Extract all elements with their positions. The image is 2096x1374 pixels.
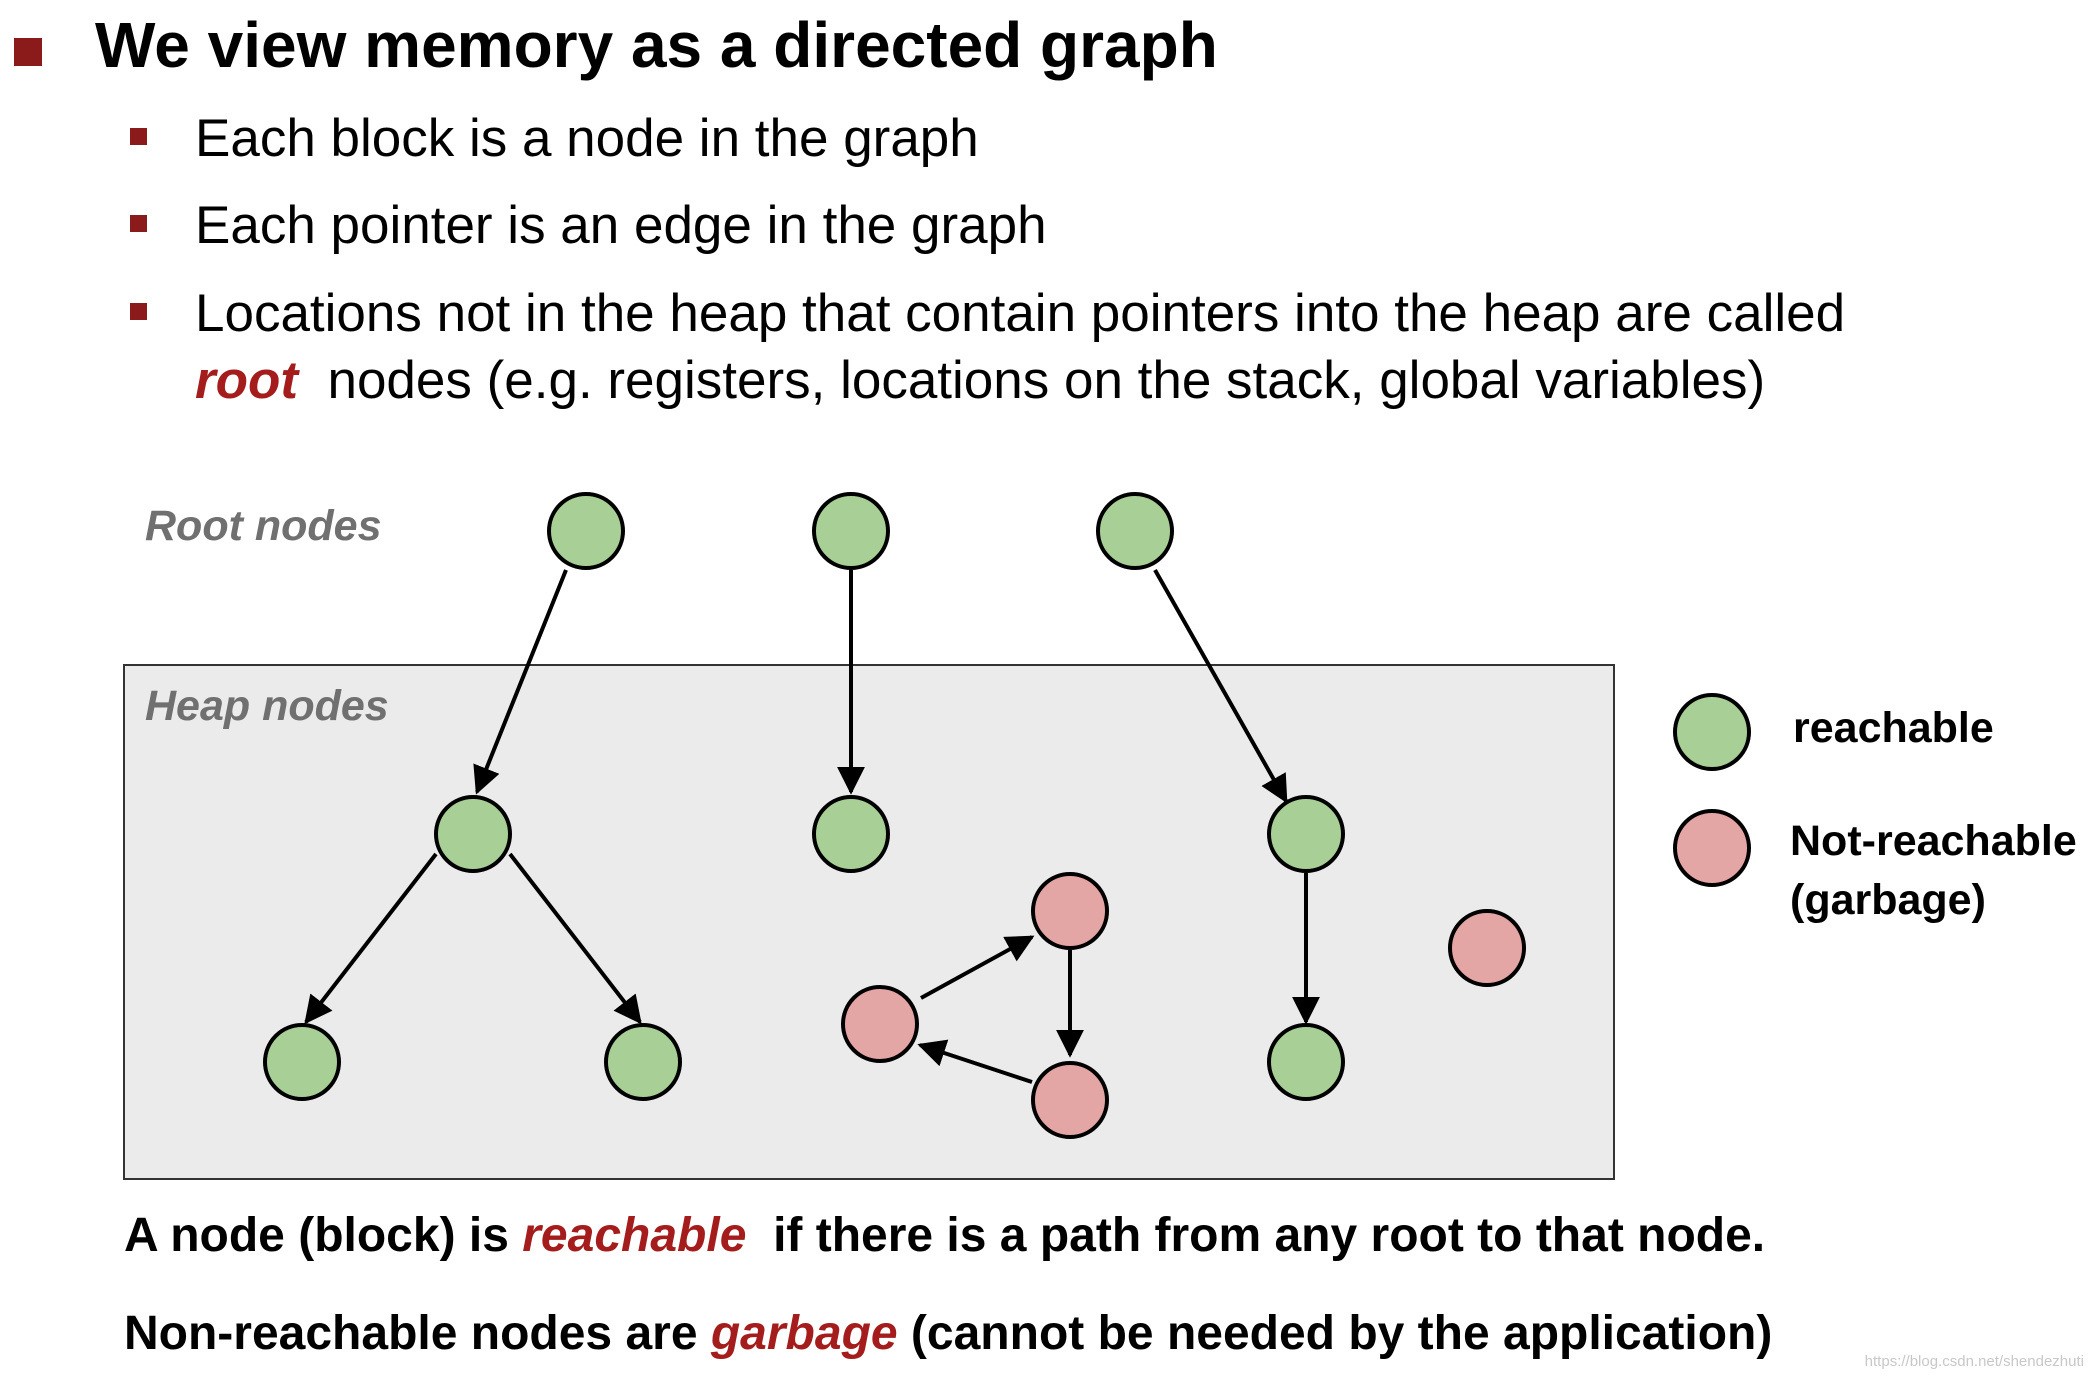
bullet-marker	[130, 128, 147, 145]
watermark: https://blog.csdn.net/shendezhuti	[1864, 1353, 2084, 1370]
legend-reachable-label: reachable	[1793, 704, 1994, 752]
root-term: root	[195, 351, 299, 410]
reachable-definition: A node (block) is reachable if there is …	[124, 1208, 1765, 1263]
heap-node-reachable	[812, 795, 890, 873]
edge-garbage-left-to-top	[920, 935, 1035, 1000]
edge-root1-to-heap	[473, 569, 568, 795]
heap-node-reachable	[263, 1023, 341, 1101]
heap-node-garbage	[1031, 1061, 1109, 1139]
root-node	[812, 492, 890, 570]
edge-garbage-bottom-to-left	[917, 1039, 1033, 1084]
legend-garbage-label: (garbage)	[1790, 876, 1986, 924]
heap-node-garbage	[1031, 872, 1109, 950]
bullet-text-1: Each block is a node in the graph	[195, 109, 979, 168]
reachable-def-start: A node (block) is	[124, 1209, 523, 1262]
edge-heap-left-branch	[304, 852, 438, 1025]
garbage-def-end: (cannot be needed by the application)	[897, 1307, 1773, 1360]
bullet-marker	[130, 303, 147, 320]
slide-title: We view memory as a directed graph	[95, 9, 1218, 81]
root-description: nodes (e.g. registers, locations on the …	[327, 351, 1766, 410]
garbage-term: garbage	[710, 1307, 898, 1360]
bullet-text-3-continued: root nodes (e.g. registers, locations on…	[195, 350, 1765, 411]
reachable-term: reachable	[522, 1209, 747, 1262]
legend-reachable-swatch	[1673, 693, 1751, 771]
edge-root3-to-heap	[1153, 569, 1288, 804]
edge-heap-right-branch	[508, 852, 642, 1025]
bullet-text-2: Each pointer is an edge in the graph	[195, 196, 1047, 255]
heap-region	[123, 664, 1615, 1180]
legend-not-reachable-label: Not-reachable	[1790, 817, 2077, 865]
bullet-text-3: Locations not in the heap that contain p…	[195, 284, 1846, 343]
garbage-definition: Non-reachable nodes are garbage (cannot …	[124, 1306, 1772, 1361]
heap-node-garbage	[1448, 909, 1526, 987]
heap-nodes-label: Heap nodes	[145, 682, 389, 730]
heap-node-garbage	[841, 985, 919, 1063]
legend-garbage-swatch	[1673, 809, 1751, 887]
root-nodes-label: Root nodes	[145, 502, 382, 550]
root-node	[1096, 492, 1174, 570]
root-node	[547, 492, 625, 570]
garbage-def-start: Non-reachable nodes are	[124, 1307, 711, 1360]
title-bullet	[14, 38, 42, 66]
heap-node-reachable	[604, 1023, 682, 1101]
heap-node-reachable	[1267, 795, 1345, 873]
heap-node-reachable	[434, 795, 512, 873]
bullet-marker	[130, 215, 147, 232]
reachable-def-end: if there is a path from any root to that…	[746, 1209, 1766, 1262]
heap-node-reachable	[1267, 1023, 1345, 1101]
